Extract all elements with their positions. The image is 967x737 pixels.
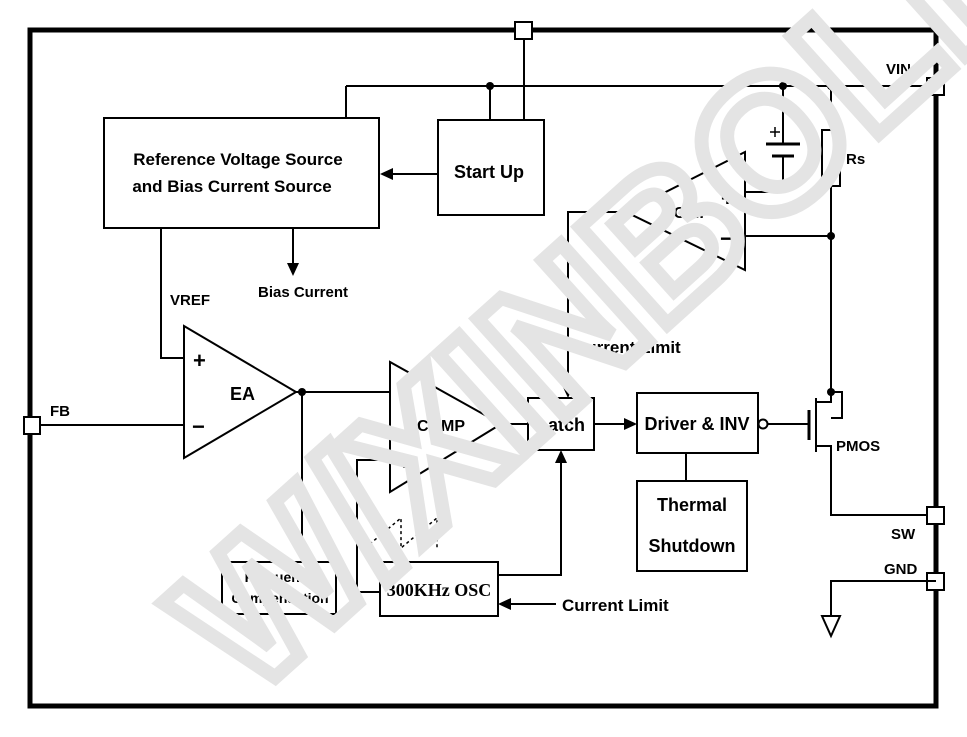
comp-cl-label: COMP <box>662 205 710 222</box>
ea-minus: − <box>192 414 205 439</box>
driver-block: Driver & INV <box>636 392 759 454</box>
comp-main-label: COMP <box>417 418 465 435</box>
top-pin <box>514 21 533 40</box>
watermark: W/XINBOLE <box>136 0 967 730</box>
thermal-label-2: Shutdown <box>649 536 736 556</box>
pmos-label: PMOS <box>836 438 880 455</box>
chip-outline <box>27 27 939 709</box>
fb-label: FB <box>50 403 70 420</box>
startup-block: Start Up <box>437 119 545 216</box>
comp-cl-minus: − <box>720 226 733 251</box>
comp-main-plus: + <box>398 450 411 475</box>
arrow-current-limit-osc <box>498 598 511 610</box>
pmos-transistor: PMOS <box>807 391 936 516</box>
sw-label: SW <box>891 526 916 543</box>
reference-block: Reference Voltage Source and Bias Curren… <box>103 117 380 229</box>
reference-label-2: and Bias Current Source <box>132 177 331 196</box>
arrow-latch-driver <box>624 418 637 430</box>
arrow-osc-latch <box>555 450 567 463</box>
bias-current-label: Bias Current <box>258 284 348 301</box>
arrow-current-limit-latch <box>562 385 574 398</box>
current-limit-top-label: Current Limit <box>574 338 681 357</box>
thermal-shutdown-block: Thermal Shutdown <box>636 480 748 572</box>
vin-pin <box>926 77 945 96</box>
ea-label: EA <box>230 384 255 404</box>
latch-label: Latch <box>537 415 585 435</box>
latch-block: Latch <box>527 397 595 451</box>
oscillator-label: 300KHz OSC <box>387 580 492 600</box>
oscillator-block: 300KHz OSC <box>379 561 499 617</box>
freq-comp-label-1: Frequency <box>245 569 316 585</box>
comp-cl-plus: + <box>721 186 734 211</box>
rs-label: Rs <box>846 151 865 168</box>
sawtooth-waveform <box>364 516 438 550</box>
vin-rail <box>345 40 936 120</box>
ground-symbol <box>820 615 842 639</box>
comp-main-minus: − <box>398 380 411 405</box>
error-amplifier: + − EA <box>183 324 298 460</box>
freq-comp-label-2: Compensation <box>231 590 328 606</box>
gnd-label: GND <box>884 561 918 578</box>
fb-pin <box>23 416 41 435</box>
sw-pin <box>926 506 945 525</box>
startup-label: Start Up <box>454 162 524 182</box>
driver-label: Driver & INV <box>644 414 749 434</box>
thermal-label-1: Thermal <box>657 495 727 515</box>
pwm-comparator: − + COMP <box>389 360 503 494</box>
vref-label: VREF <box>170 292 210 309</box>
vin-label: VIN <box>886 61 911 78</box>
inverter-bubble <box>757 418 769 430</box>
current-limit-comparator: + − COMP <box>623 150 746 272</box>
arrow-startup-ref <box>380 168 393 180</box>
current-limit-bottom-label: Current Limit <box>562 596 669 615</box>
frequency-compensation-block: Frequency Compensation <box>221 561 337 615</box>
arrow-bias <box>287 263 299 276</box>
battery-symbol <box>745 86 800 193</box>
reference-label-1: Reference Voltage Source <box>133 150 342 169</box>
ea-plus: + <box>193 348 206 373</box>
